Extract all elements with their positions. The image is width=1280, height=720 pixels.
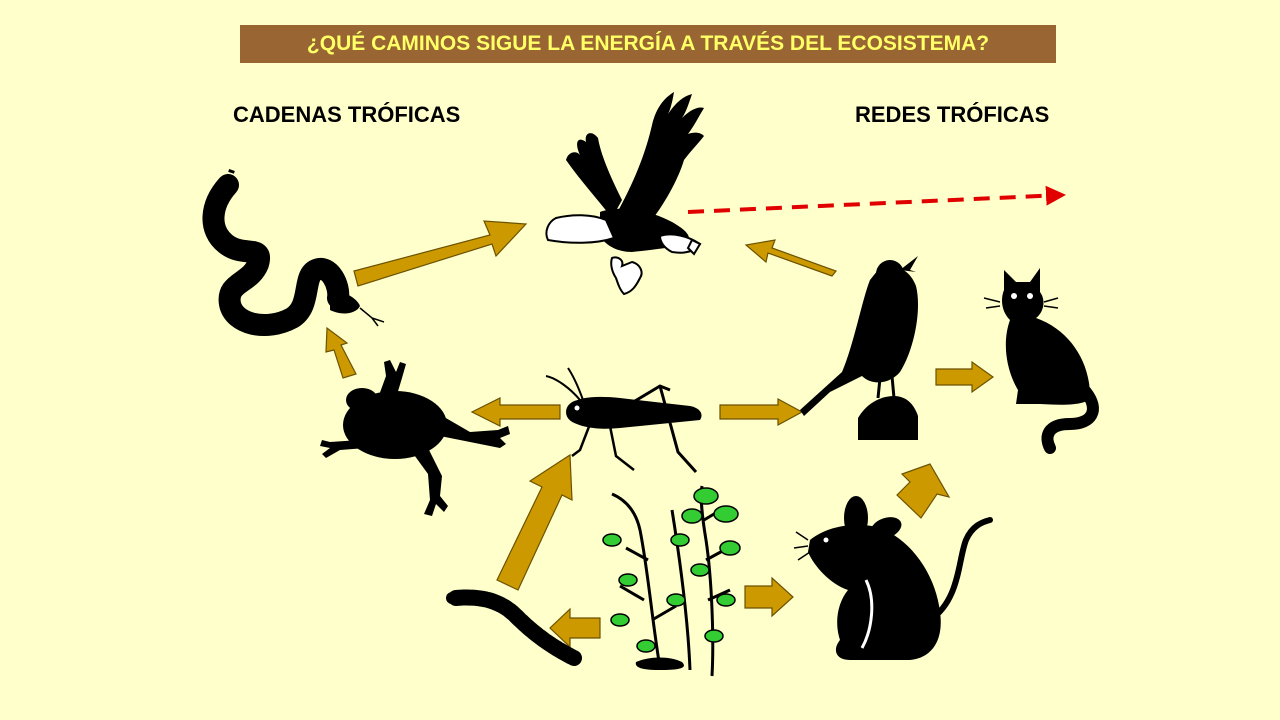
dashed-arrow-to-web	[687, 185, 1066, 214]
eagle-icon	[545, 92, 704, 296]
arrow-frog-to-snake	[325, 326, 357, 379]
cat-icon	[983, 268, 1099, 454]
arrow-grasshopper-to-frog	[470, 397, 561, 427]
arrow-grasshopper-to-bird	[719, 397, 804, 427]
caterpillar-icon	[446, 589, 582, 666]
grasshopper-icon	[545, 367, 702, 474]
bird-icon	[800, 256, 919, 440]
frog-icon	[320, 360, 510, 516]
arrow-plant-to-mouse	[744, 576, 794, 618]
snake-icon	[202, 169, 385, 336]
arrow-bird-to-eagle	[744, 239, 837, 277]
plant-icon	[602, 485, 741, 677]
slide-title: ¿QUÉ CAMINOS SIGUE LA ENERGÍA A TRAVÉS D…	[240, 25, 1056, 63]
arrow-snake-to-eagle	[353, 220, 528, 287]
arrow-plant-to-caterpillar	[549, 607, 601, 649]
arrow-mouse-to-bird	[896, 463, 951, 519]
heading-food-webs: REDES TRÓFICAS	[855, 102, 1050, 127]
heading-food-chains: CADENAS TRÓFICAS	[233, 102, 461, 127]
mouse-icon	[793, 496, 993, 660]
arrow-bird-to-cat	[935, 360, 995, 394]
arrow-plant-to-grasshopper	[496, 453, 573, 591]
